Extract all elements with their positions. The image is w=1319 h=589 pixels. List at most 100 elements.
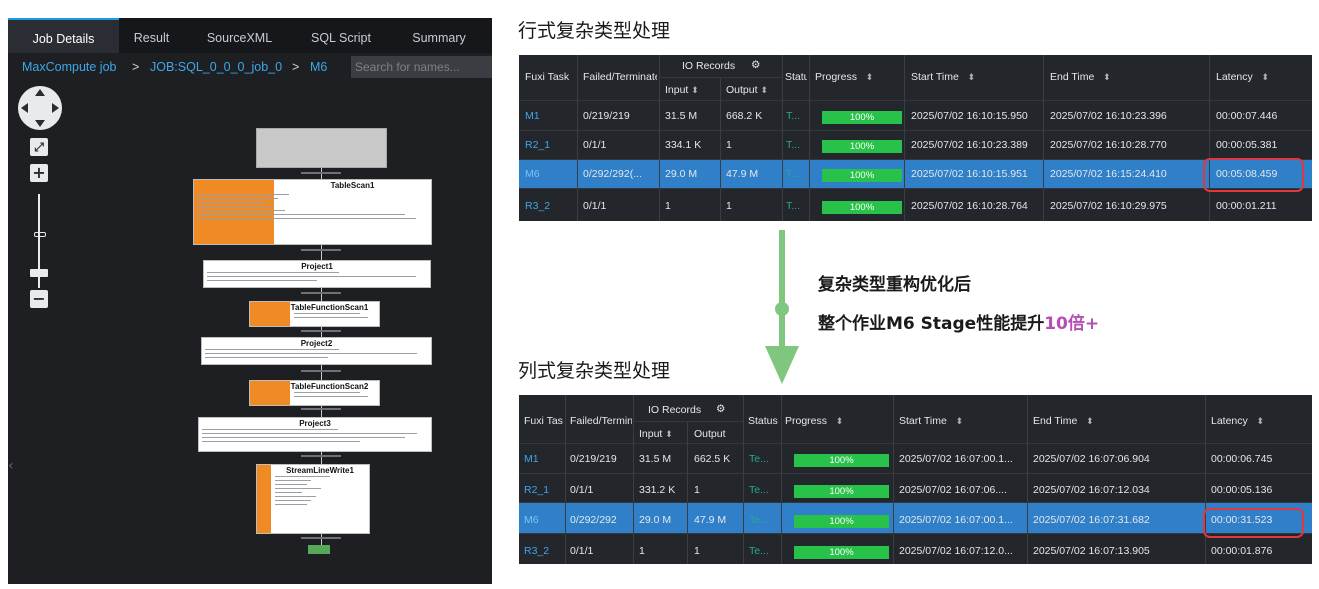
row-based-heading: 行式复杂类型处理 [518,20,671,42]
zoom-slider-track[interactable] [38,194,40,288]
header-end-time[interactable]: End Time ⬍ [1033,415,1094,427]
dag-node-project2[interactable]: Project2 [201,337,432,365]
tab-summary[interactable]: Summary [412,31,466,45]
header-latency[interactable]: Latency ⬍ [1211,415,1265,427]
search-names-input[interactable] [351,56,492,78]
header-status[interactable]: Status [748,415,778,427]
fit-screen-icon[interactable]: ⤢ [30,138,48,156]
progress-bar: 100% [822,140,902,153]
pan-control-icon[interactable] [18,86,62,130]
settings-gear-icon[interactable]: ⚙ [751,59,761,71]
dag-node-tablefunctionscan1[interactable]: TableFunctionScan1 [249,301,380,327]
start-time: 2025/07/02 16:07:12.0... [899,545,1013,557]
dag-node-project1[interactable]: Project1 [203,260,431,288]
task-link[interactable]: R3_2 [525,200,551,212]
input-count: 29.0 M [639,514,672,526]
header-input[interactable]: Input ⬍ [639,428,673,440]
tab-bar: Job Details Result SourceXML SQL Script … [8,18,492,53]
dag-source-node[interactable] [256,128,387,168]
progress-bar: 100% [822,111,902,124]
dag-node-tablefunctionscan2[interactable]: TableFunctionScan2 [249,380,380,406]
start-time: 2025/07/02 16:10:28.764 [911,200,1028,212]
header-progress[interactable]: Progress ⬍ [815,71,874,83]
top-task-table: Fuxi Task Failed/Terminated/ALL IO Recor… [519,55,1312,221]
start-time: 2025/07/02 16:10:23.389 [911,139,1028,151]
dag-node-project3[interactable]: Project3 [198,417,432,452]
breadcrumb-maxcompute-job[interactable]: MaxCompute job [22,60,117,74]
breadcrumb-separator: > [292,60,300,74]
end-time: 2025/07/02 16:10:29.975 [1050,200,1167,212]
start-time: 2025/07/02 16:10:15.950 [911,110,1028,122]
output-count: 47.9 M [694,514,727,526]
task-link[interactable]: M1 [525,110,540,122]
dag-node-title: TableFunctionScan2 [290,382,369,391]
header-input[interactable]: Input ⬍ [665,84,699,96]
output-count: 1 [726,200,732,212]
breadcrumb-stage[interactable]: M6 [310,60,328,74]
speedup-highlight: 10倍+ [1044,314,1100,334]
task-link[interactable]: M6 [524,514,539,526]
dag-node-streamlinewrite1[interactable]: StreamLineWrite1 [256,464,370,534]
header-fuxi-task[interactable]: Fuxi Tas [524,415,563,427]
input-count: 334.1 K [665,139,702,151]
header-fuxi-task[interactable]: Fuxi Task [525,71,570,83]
latency: 00:00:05.136 [1211,484,1273,496]
collapse-handle-icon[interactable]: ‹ [8,458,14,474]
input-count: 1 [639,545,645,557]
pan-up-icon[interactable] [35,89,45,96]
zoom-in-icon[interactable]: + [30,164,48,182]
dag-edge-label [301,172,341,174]
header-output[interactable]: Output [694,428,726,440]
header-end-time[interactable]: End Time ⬍ [1050,71,1111,83]
header-failed-terminated-all[interactable]: Failed/Terminated/ALL [570,415,632,427]
tab-sql-script[interactable]: SQL Script [311,31,371,45]
zoom-out-icon[interactable]: − [30,290,48,308]
status-text: T... [786,200,801,212]
task-link[interactable]: R2_1 [525,139,551,151]
tab-result[interactable]: Result [133,31,170,45]
pan-left-icon[interactable] [21,103,28,113]
output-count: 662.5 K [694,453,731,465]
header-io-records: IO Records [648,404,702,416]
input-count: 331.2 K [639,484,676,496]
task-link[interactable]: R3_2 [524,545,550,557]
tab-job-details[interactable]: Job Details [8,18,119,53]
status-text: Te... [749,514,769,526]
header-start-time[interactable]: Start Time ⬍ [899,415,964,427]
status-text: T... [786,139,801,151]
latency: 00:00:05.381 [1216,139,1278,151]
output-count: 1 [694,545,700,557]
failed-count: 0/219/219 [570,453,617,465]
header-latency[interactable]: Latency ⬍ [1216,71,1270,83]
dag-output-node[interactable] [308,545,330,554]
breadcrumb-job[interactable]: JOB:SQL_0_0_0_job_0 [150,60,283,74]
task-link[interactable]: M6 [525,168,540,180]
dag-edge-label [301,408,341,410]
end-time: 2025/07/02 16:07:13.905 [1033,545,1150,557]
header-failed-terminated-all[interactable]: Failed/Terminated/ALL [583,71,657,83]
dag-node-title: Project2 [300,339,333,348]
zoom-slider-handle[interactable] [30,269,48,277]
dag-edge-label [301,537,341,539]
end-time: 2025/07/02 16:07:12.034 [1033,484,1150,496]
task-link[interactable]: R2_1 [524,484,550,496]
task-link[interactable]: M1 [524,453,539,465]
start-time: 2025/07/02 16:10:15.951 [911,168,1028,180]
progress-bar: 100% [794,485,889,498]
tab-sourcexml[interactable]: SourceXML [206,31,273,45]
latency: 00:00:07.446 [1216,110,1278,122]
end-time: 2025/07/02 16:07:06.904 [1033,453,1150,465]
pan-down-icon[interactable] [35,120,45,127]
output-count: 47.9 M [726,168,759,180]
header-progress[interactable]: Progress ⬍ [785,415,844,427]
latency: 00:00:01.211 [1216,200,1277,212]
zoom-slider-mark [34,232,46,237]
header-status[interactable]: Status [785,71,807,83]
dag-node-title: TableFunctionScan1 [290,303,369,312]
callout-line-2: 整个作业M6 Stage性能提升10倍+ [818,314,1100,334]
dag-node-tablescan1[interactable]: TableScan1 [193,179,432,245]
settings-gear-icon[interactable]: ⚙ [716,403,726,415]
header-start-time[interactable]: Start Time ⬍ [911,71,976,83]
header-output[interactable]: Output ⬍ [726,84,768,96]
pan-right-icon[interactable] [52,103,59,113]
